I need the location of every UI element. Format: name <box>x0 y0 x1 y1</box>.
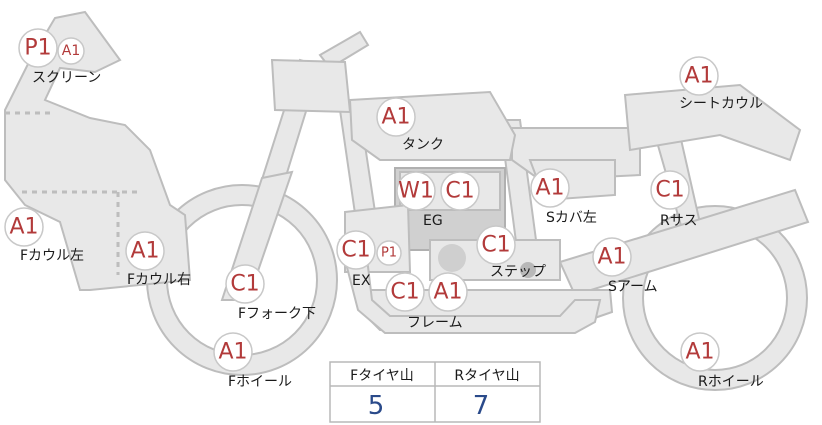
rear-tread-value: 7 <box>473 391 490 421</box>
badge-seatcowl-1: A1 <box>679 56 719 96</box>
label-eg: EG <box>423 213 443 229</box>
badge-screen-1: P1 <box>18 28 58 68</box>
label-scover: Sカバ左 <box>546 210 597 226</box>
svg-text:A1: A1 <box>597 245 626 270</box>
label-fcowl-right: Fカウル右 <box>127 272 191 288</box>
badge-ex-2: P1 <box>376 240 402 266</box>
svg-text:A1: A1 <box>685 340 714 365</box>
rear-tread-header: Rタイヤ山 <box>454 368 519 384</box>
label-step: ステップ <box>490 264 546 280</box>
part-labels: スクリーン タンク シートカウル EG Sカバ左 Rサス Fカウル左 Fカウル右… <box>20 70 764 390</box>
svg-text:C1: C1 <box>655 178 684 203</box>
badge-sarm-1: A1 <box>592 237 632 277</box>
badge-tank-1: A1 <box>376 97 416 137</box>
badge-eg-2: C1 <box>440 171 480 211</box>
svg-text:A1: A1 <box>9 215 38 240</box>
svg-text:C1: C1 <box>390 280 419 305</box>
label-sarm: Sアーム <box>608 279 658 295</box>
badge-fwheel-1: A1 <box>213 332 253 372</box>
svg-text:C1: C1 <box>341 238 370 263</box>
tread-table: Fタイヤ山 Rタイヤ山 5 7 <box>329 361 541 423</box>
label-rsus: Rサス <box>660 213 697 229</box>
badge-fcowl-left-1: A1 <box>4 207 44 247</box>
badge-scover-1: A1 <box>530 168 570 208</box>
label-fcowl-left: Fカウル左 <box>20 248 84 264</box>
svg-text:A1: A1 <box>218 340 247 365</box>
svg-text:A1: A1 <box>62 43 80 59</box>
front-tread-value: 5 <box>368 391 385 421</box>
svg-text:C1: C1 <box>481 233 510 258</box>
svg-text:W1: W1 <box>398 179 434 204</box>
badge-ffork-1: C1 <box>225 264 265 304</box>
badge-step-1: C1 <box>476 225 516 265</box>
label-ffork: Fフォーク下 <box>238 306 316 322</box>
svg-text:P1: P1 <box>381 246 397 261</box>
label-frame: フレーム <box>407 315 463 331</box>
label-tank: タンク <box>402 137 444 153</box>
label-ex: EX <box>352 273 371 289</box>
label-rwheel: Rホイール <box>698 374 764 390</box>
label-screen: スクリーン <box>32 70 101 86</box>
label-seatcowl: シートカウル <box>679 96 763 112</box>
badge-screen-2: A1 <box>57 37 85 65</box>
svg-text:A1: A1 <box>684 64 713 89</box>
badge-fcowl-right-1: A1 <box>125 231 165 271</box>
svg-text:C1: C1 <box>445 179 474 204</box>
svg-text:C1: C1 <box>230 272 259 297</box>
badge-frame-1: C1 <box>385 272 425 312</box>
front-tread-header: Fタイヤ山 <box>350 368 414 384</box>
damage-badges: P1 A1 A1 A1 W1 C1 A1 <box>4 28 720 372</box>
badge-rwheel-1: A1 <box>680 332 720 372</box>
svg-text:P1: P1 <box>24 36 51 61</box>
svg-text:A1: A1 <box>381 105 410 130</box>
svg-text:A1: A1 <box>535 176 564 201</box>
label-fwheel: Fホイール <box>228 374 292 390</box>
svg-text:A1: A1 <box>433 280 462 305</box>
badge-frame-2: A1 <box>428 272 468 312</box>
badge-ex-1: C1 <box>336 230 376 270</box>
badge-rsus-1: C1 <box>650 170 690 210</box>
svg-text:A1: A1 <box>130 239 159 264</box>
badge-eg-1: W1 <box>396 171 436 211</box>
